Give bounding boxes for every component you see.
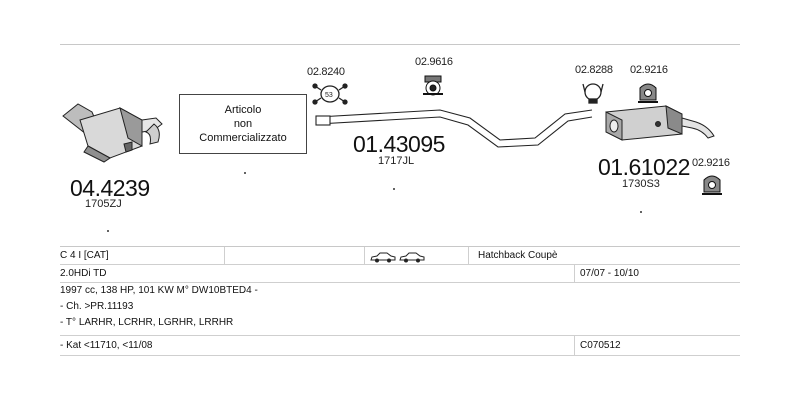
accessory-02-9216-label-2: 02.9216 xyxy=(692,157,730,169)
reference-code: C070512 xyxy=(580,340,621,351)
accessory-02-8288-label: 02.8288 xyxy=(575,64,613,76)
exhaust-diagram: 04.4239 1705ZJ Articolo non Commercializ… xyxy=(62,56,730,232)
part-number-01-61022: 01.61022 xyxy=(598,154,690,180)
part-number-01-43095: 01.43095 xyxy=(353,131,445,157)
notice-line-2: non xyxy=(233,118,253,130)
engine-name: 2.0HDi TD xyxy=(60,268,107,279)
accessory-02-8240-label: 02.8240 xyxy=(307,66,345,78)
middle-pipe-drawing xyxy=(315,109,593,148)
table-top-border xyxy=(60,246,740,247)
rubber-hanger-icon xyxy=(423,75,443,96)
column-divider xyxy=(364,247,365,264)
part-code-1705zj: 1705ZJ xyxy=(85,198,122,210)
part-number-04-4239: 04.4239 xyxy=(70,175,150,201)
model-name: C 4 I [CAT] xyxy=(60,250,109,261)
rear-silencer-drawing xyxy=(605,105,715,141)
spec-line-2: - Ch. >PR.11193 xyxy=(60,301,134,312)
notice-line-3: Commercializzato xyxy=(199,132,287,144)
accessory-02-9616-label: 02.9616 xyxy=(415,56,453,68)
table-row-specs: 1997 cc, 138 HP, 101 KW M° DW10BTED4 - -… xyxy=(60,283,740,336)
column-divider xyxy=(574,336,575,355)
accessory-02-9216-label: 02.9216 xyxy=(630,64,668,76)
body-type: Hatchback Coupè xyxy=(478,250,558,261)
rubber-hanger-icon xyxy=(638,83,658,103)
car-body-icons xyxy=(370,249,425,266)
marker-dot xyxy=(640,211,642,213)
car-icon xyxy=(399,252,425,263)
spec-line-3: - T° LARHR, LCRHR, LGRHR, LRRHR xyxy=(60,317,234,328)
column-divider xyxy=(224,247,225,264)
column-divider xyxy=(574,265,575,282)
spec-line-1: 1997 cc, 138 HP, 101 KW M° DW10BTED4 - xyxy=(60,285,258,296)
production-dates: 07/07 - 10/10 xyxy=(580,268,639,279)
column-divider xyxy=(468,247,469,264)
marker-dot xyxy=(107,230,109,232)
table-row-model: C 4 I [CAT] Hatchback Coupè xyxy=(60,247,740,265)
catalyst-note: - Kat <11710, <11/08 xyxy=(60,340,153,351)
clamp-icon xyxy=(582,83,604,104)
vehicle-data-table: C 4 I [CAT] Hatchback Coupè 2.0HDi TD 07… xyxy=(60,246,740,356)
part-code-1717jl: 1717JL xyxy=(378,155,415,167)
clamp-icon: 53 xyxy=(312,83,348,105)
not-commercialized-notice: Articolo non Commercializzato xyxy=(179,94,307,154)
notice-line-1: Articolo xyxy=(224,104,262,116)
catalytic-converter-drawing xyxy=(62,103,163,163)
clamp-size-label: 53 xyxy=(325,92,333,99)
rubber-hanger-icon xyxy=(702,175,722,195)
table-row-notes: - Kat <11710, <11/08 C070512 xyxy=(60,336,740,356)
part-code-1730s3: 1730S3 xyxy=(622,178,660,190)
top-divider xyxy=(60,44,740,45)
car-icon xyxy=(370,252,396,263)
marker-dot xyxy=(244,172,246,174)
marker-dot xyxy=(393,188,395,190)
table-row-engine: 2.0HDi TD 07/07 - 10/10 xyxy=(60,265,740,283)
